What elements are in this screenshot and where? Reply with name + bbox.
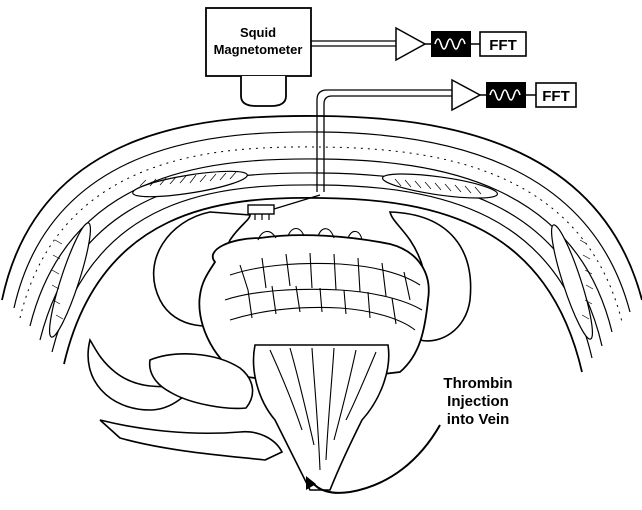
magnetometer-label-line2: Magnetometer (214, 42, 303, 57)
magnetometer-label-line1: Squid (240, 25, 276, 40)
mesentery (254, 345, 389, 490)
upper-signal-chain: FFT (311, 28, 526, 60)
dewar-tail (241, 76, 286, 106)
callout-line3: into Vein (447, 411, 510, 428)
squid-magnetometer: Squid Magnetometer (206, 8, 311, 106)
amplifier-icon (396, 28, 425, 60)
callout-line1: Thrombin (443, 375, 512, 392)
thrombin-callout: Thrombin Injection into Vein (443, 375, 512, 428)
fft-label-upper: FFT (489, 37, 517, 54)
lower-signal-chain: FFT (317, 80, 576, 192)
amplifier-icon (452, 80, 480, 110)
callout-line2: Injection (447, 393, 509, 410)
fft-label-lower: FFT (542, 88, 570, 105)
